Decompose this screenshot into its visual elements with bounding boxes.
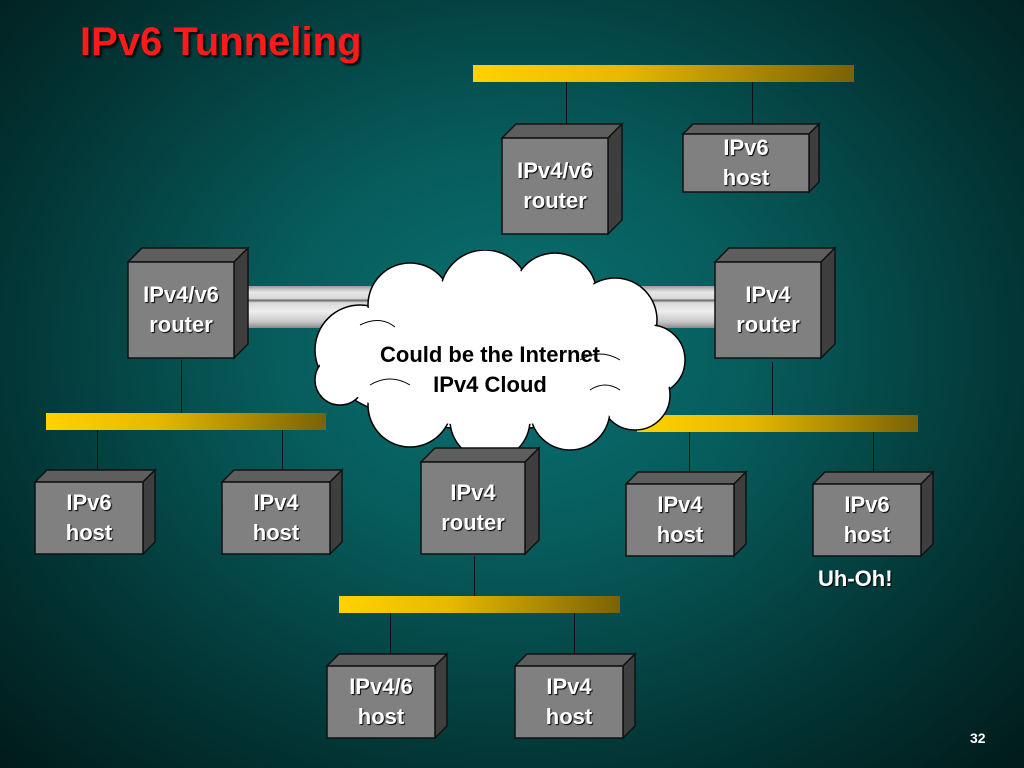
- link-bottom-host-v4: [574, 613, 575, 655]
- box-top-face: [126, 247, 250, 263]
- node-label-line-1: IPv4/6: [349, 674, 413, 699]
- router-ipv4-right: IPv4 router: [713, 246, 837, 360]
- network-bus-bottom: [339, 596, 620, 613]
- node-label-line-2: router: [523, 188, 587, 213]
- box-shape: [713, 246, 837, 360]
- host-ipv4-left: IPv4 host: [220, 468, 344, 556]
- page-number: 32: [970, 730, 986, 746]
- box-shape: [500, 122, 624, 236]
- network-bus-left: [46, 413, 326, 430]
- host-ipv4-right: IPv4 host: [624, 470, 748, 558]
- box-shape: [126, 246, 250, 360]
- cloud-label: Could be the Internet IPv4 Cloud: [350, 340, 630, 400]
- node-label-line-1: IPv6: [844, 492, 890, 517]
- box-front-face: [221, 481, 331, 555]
- link-right-router: [772, 362, 773, 415]
- box-top-face: [811, 471, 935, 485]
- node-label-line-1: IPv4/v6: [517, 158, 593, 183]
- link-left-host-v6: [97, 430, 98, 470]
- node-label-line-1: IPv4: [657, 492, 703, 517]
- host-ipv6-top: IPv6 host: [681, 122, 821, 194]
- box-side-face: [820, 246, 836, 360]
- uh-oh-annotation: Uh-Oh!: [818, 566, 893, 591]
- box-side-face: [329, 468, 343, 556]
- node-label-line-1: IPv4/v6: [143, 282, 219, 307]
- box-shape: [624, 470, 748, 558]
- box-shape: [811, 470, 935, 558]
- box-top-face: [33, 469, 157, 483]
- box-front-face: [682, 133, 810, 193]
- box-side-face: [142, 468, 156, 556]
- box-top-face: [513, 653, 637, 667]
- box-front-face: [625, 483, 735, 557]
- node-label-line-1: IPv4: [253, 490, 299, 515]
- box-side-face: [808, 122, 820, 194]
- box-shape: [681, 122, 821, 194]
- ipv4-cloud: [314, 250, 686, 460]
- cloud-label-line-1: Could be the Internet: [380, 342, 600, 367]
- box-front-face: [127, 261, 235, 359]
- node-label-line-2: host: [545, 704, 593, 729]
- link-left-router: [181, 360, 182, 413]
- node-label-line-1: IPv6: [723, 135, 769, 160]
- slide-title: IPv6 Tunneling: [80, 20, 362, 64]
- box-top-face: [624, 471, 748, 485]
- network-bus-top: [473, 65, 854, 82]
- link-left-host-v4: [282, 430, 283, 470]
- box-front-face: [714, 261, 822, 359]
- box-top-face: [713, 247, 837, 263]
- link-top-host: [752, 82, 753, 127]
- box-top-face: [220, 469, 344, 483]
- box-side-face: [920, 470, 934, 558]
- box-top-face: [325, 653, 449, 667]
- box-shape: [33, 468, 157, 556]
- box-front-face: [501, 137, 609, 235]
- node-label-line-1: IPv4: [450, 480, 496, 505]
- box-front-face: [420, 461, 526, 555]
- node-label-line-1: IPv4: [546, 674, 592, 699]
- node-label-line-2: router: [149, 312, 213, 337]
- node-label-line-2: host: [65, 520, 113, 545]
- link-bottom-host-v46: [390, 613, 391, 655]
- box-shape: [325, 652, 449, 740]
- node-label-line-1: IPv6: [66, 490, 112, 515]
- link-right-host-v4: [689, 432, 690, 472]
- node-label-line-2: host: [656, 522, 704, 547]
- node-label-line-1: IPv4: [745, 282, 791, 307]
- host-ipv6-right: IPv6 host: [811, 470, 935, 558]
- node-label-line-2: host: [357, 704, 405, 729]
- router-ipv46-top: IPv4/v6 router: [500, 122, 624, 236]
- box-side-face: [622, 652, 636, 740]
- link-center-router: [474, 556, 475, 596]
- host-ipv46-bottom: IPv4/6 host: [325, 652, 449, 740]
- box-front-face: [34, 481, 144, 555]
- link-right-host-v6: [873, 432, 874, 472]
- box-side-face: [733, 470, 747, 558]
- box-side-face: [607, 122, 623, 236]
- node-label-line-2: host: [722, 165, 770, 190]
- node-label-line-2: router: [441, 510, 505, 535]
- cloud-label-line-2: IPv4 Cloud: [433, 372, 547, 397]
- box-front-face: [812, 483, 922, 557]
- box-side-face: [434, 652, 448, 740]
- router-ipv46-left: IPv4/v6 router: [126, 246, 250, 360]
- box-shape: [419, 446, 541, 556]
- box-shape: [513, 652, 637, 740]
- link-top-router: [566, 82, 567, 127]
- box-front-face: [514, 665, 624, 739]
- node-label-line-2: router: [736, 312, 800, 337]
- box-front-face: [326, 665, 436, 739]
- router-ipv4-center: IPv4 router: [419, 446, 541, 556]
- node-label-line-2: host: [843, 522, 891, 547]
- box-side-face: [524, 446, 540, 556]
- host-ipv6-left: IPv6 host: [33, 468, 157, 556]
- network-bus-right: [637, 415, 918, 432]
- box-shape: [220, 468, 344, 556]
- box-side-face: [233, 246, 249, 360]
- node-label-line-2: host: [252, 520, 300, 545]
- host-ipv4-bottom: IPv4 host: [513, 652, 637, 740]
- box-top-face: [419, 447, 541, 463]
- box-top-face: [500, 123, 624, 139]
